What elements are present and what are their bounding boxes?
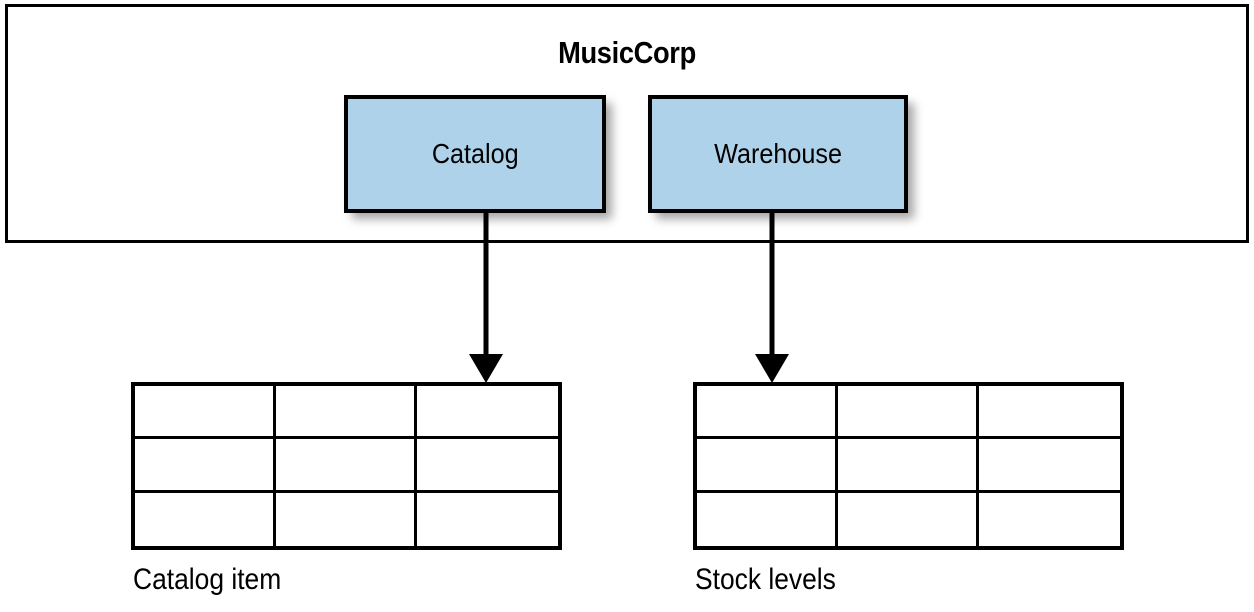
arrowhead-icon [469,354,503,383]
table-cell [838,439,979,493]
table-cell [276,492,417,546]
table-cell [979,439,1120,493]
table-cell [979,492,1120,546]
database-table-stock-levels [693,382,1124,550]
service-box-warehouse-label: Warehouse [714,138,842,169]
organisation-boundary: MusicCorp [5,4,1249,243]
table-cell [838,386,979,440]
table-cell [135,492,276,546]
database-label-catalog-item: Catalog item [133,563,282,596]
table-cell [417,386,558,440]
table-cell [838,492,979,546]
table-cell [135,386,276,440]
database-label-stock-levels: Stock levels [695,563,836,596]
table-cell [276,439,417,493]
arrowhead-icon [755,354,789,383]
table-cell [697,386,838,440]
organisation-title: MusicCorp [558,35,696,70]
table-cell [697,492,838,546]
service-box-catalog-label: Catalog [431,138,519,169]
table-cell [135,439,276,493]
table-cell [276,386,417,440]
table-cell [979,386,1120,440]
service-box-warehouse[interactable]: Warehouse [648,95,908,213]
table-cell [417,439,558,493]
service-box-catalog[interactable]: Catalog [344,95,606,213]
database-table-catalog-item [131,382,562,550]
table-cell [697,439,838,493]
table-cell [417,492,558,546]
